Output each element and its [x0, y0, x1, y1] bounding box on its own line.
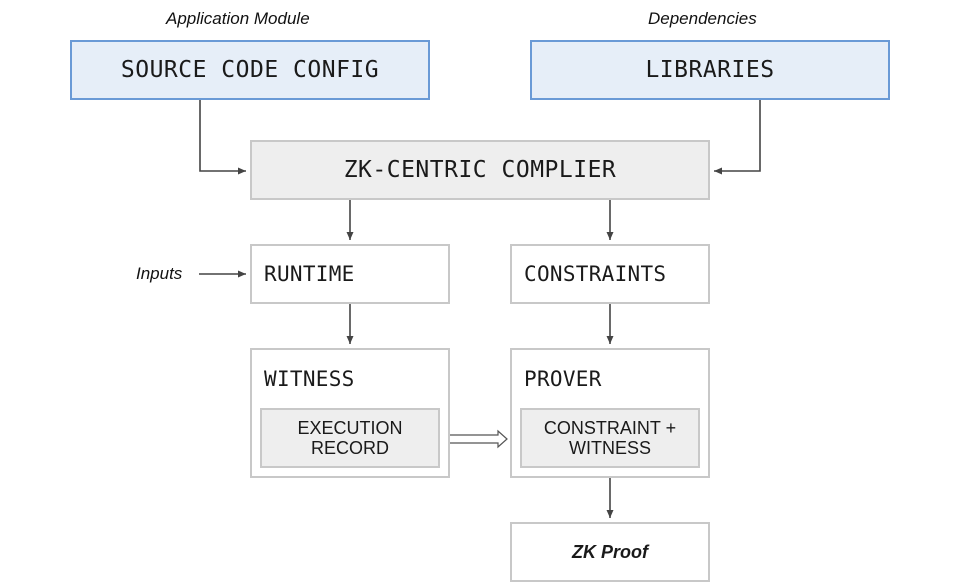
constraint-witness-box: CONSTRAINT + WITNESS: [520, 408, 700, 468]
zk-proof-box: ZK Proof: [510, 522, 710, 582]
arrow-execution-to-prover: [450, 429, 508, 449]
zk-proof-label: ZK Proof: [572, 541, 648, 562]
constraint-witness-line2: WITNESS: [568, 438, 651, 458]
libraries-box: LIBRARIES: [530, 40, 890, 100]
arrow-source-to-compiler: [199, 100, 246, 175]
constraints-label: CONSTRAINTS: [524, 262, 667, 286]
arrow-libraries-to-compiler: [714, 100, 761, 175]
prover-label: PROVER: [524, 367, 602, 391]
dependencies-heading: Dependencies: [648, 9, 757, 28]
constraint-witness-line1: CONSTRAINT +: [543, 418, 677, 438]
execution-record-box: EXECUTION RECORD: [260, 408, 440, 468]
libraries-label: LIBRARIES: [645, 57, 775, 83]
witness-label: WITNESS: [264, 367, 355, 391]
runtime-box: RUNTIME: [250, 244, 450, 304]
constraints-box: CONSTRAINTS: [510, 244, 710, 304]
compiler-box: ZK-CENTRIC COMPLIER: [250, 140, 710, 200]
prover-box: PROVER CONSTRAINT + WITNESS: [510, 348, 710, 478]
execution-record-line1: EXECUTION: [297, 418, 403, 438]
compiler-label: ZK-CENTRIC COMPLIER: [343, 157, 617, 183]
runtime-label: RUNTIME: [264, 262, 355, 286]
inputs-label: Inputs: [136, 264, 183, 283]
witness-box: WITNESS EXECUTION RECORD: [250, 348, 450, 478]
source-code-config-label: SOURCE CODE CONFIG: [120, 57, 380, 83]
execution-record-line2: RECORD: [310, 438, 389, 458]
application-module-heading: Application Module: [166, 9, 310, 28]
source-code-config-box: SOURCE CODE CONFIG: [70, 40, 430, 100]
